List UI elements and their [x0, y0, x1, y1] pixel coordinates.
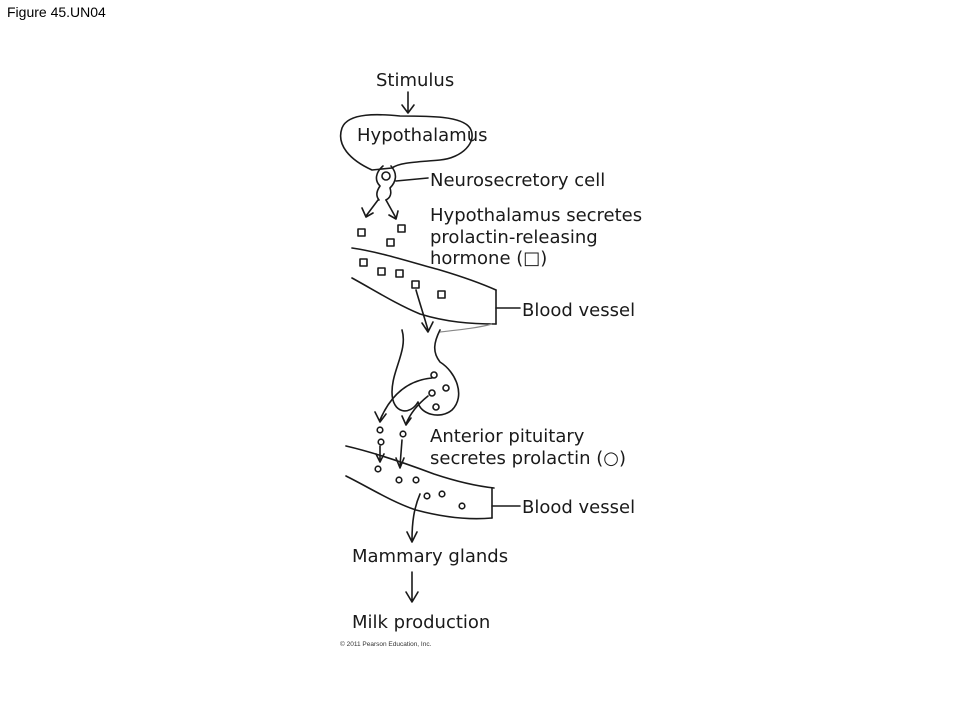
lower-vessel-top	[345, 445, 495, 489]
hypo-secretes-line3: hormone (□)	[430, 248, 547, 269]
mammary-glands-label: Mammary glands	[352, 546, 508, 567]
portal-vessel	[439, 323, 493, 333]
blood-vessel-upper-label: Blood vessel	[522, 300, 635, 321]
mammary-arrow	[405, 571, 419, 603]
upper-vessel-top	[351, 247, 497, 291]
prh-squares	[357, 224, 446, 299]
anterior-line2: secretes prolactin (○)	[430, 448, 626, 469]
lower-vessel-bottom	[345, 475, 493, 520]
hypothalamus-label: Hypothalamus	[357, 125, 487, 146]
copyright-text: © 2011 Pearson Education, Inc.	[340, 640, 432, 648]
blood-vessel-lower-label: Blood vessel	[522, 497, 635, 518]
hypo-secretes-line1: Hypothalamus secretes	[430, 205, 642, 226]
axon-arrows	[361, 199, 399, 220]
stimulus-arrow	[401, 91, 415, 114]
milk-production-label: Milk production	[352, 612, 490, 633]
neurosecretory-cell-label: Neurosecretory cell	[430, 170, 605, 191]
figure-title: Figure 45.UN04	[7, 4, 106, 20]
pituitary-shape	[391, 329, 460, 416]
hypo-secretes-line2: prolactin-releasing	[430, 227, 598, 248]
falling-arrow-2	[395, 439, 405, 469]
hypothalamus-shape	[339, 113, 473, 171]
neurosecretory-cell-shape	[375, 165, 397, 201]
lower-vessel-arrow	[406, 493, 421, 543]
prolactin-circles-gland	[428, 371, 450, 411]
anterior-line1: Anterior pituitary	[430, 426, 585, 447]
prolactin-circles	[374, 426, 466, 510]
stimulus-label: Stimulus	[376, 70, 454, 91]
upper-vessel-arrow	[415, 289, 434, 333]
neurosecretory-leader	[395, 177, 429, 182]
cell-nucleus	[381, 171, 391, 181]
pituitary-arrow-right	[401, 395, 429, 426]
pituitary-arrow-left	[374, 377, 433, 423]
upper-vessel-bottom	[351, 277, 497, 325]
